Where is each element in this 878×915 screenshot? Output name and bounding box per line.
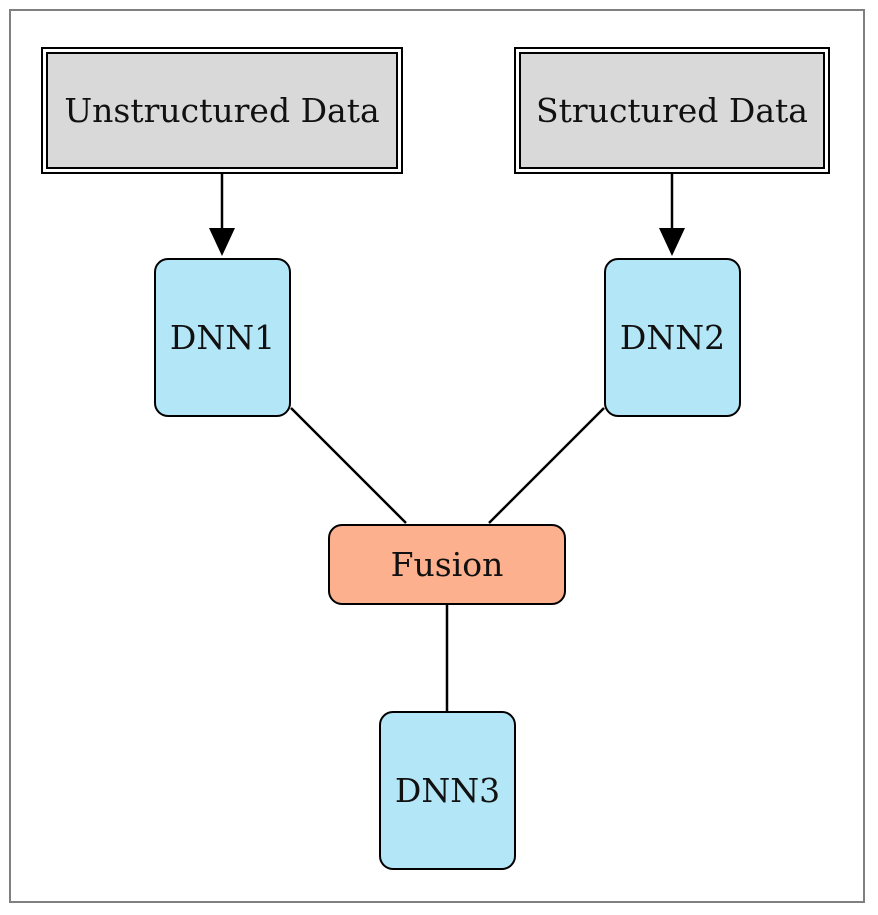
diagram-frame [9, 9, 865, 903]
node-unstructured-data: Unstructured Data [41, 47, 403, 174]
arrowhead-dnn2 [659, 228, 685, 256]
edge-dnn2-to-fusion [488, 407, 605, 524]
node-dnn2: DNN2 [604, 258, 741, 417]
node-dnn1: DNN1 [154, 258, 291, 417]
node-structured-data: Structured Data [514, 47, 830, 174]
edge-dnn1-to-fusion [290, 407, 407, 524]
arrowhead-dnn1 [209, 228, 235, 256]
node-fusion: Fusion [328, 524, 566, 605]
node-dnn3: DNN3 [379, 711, 516, 870]
